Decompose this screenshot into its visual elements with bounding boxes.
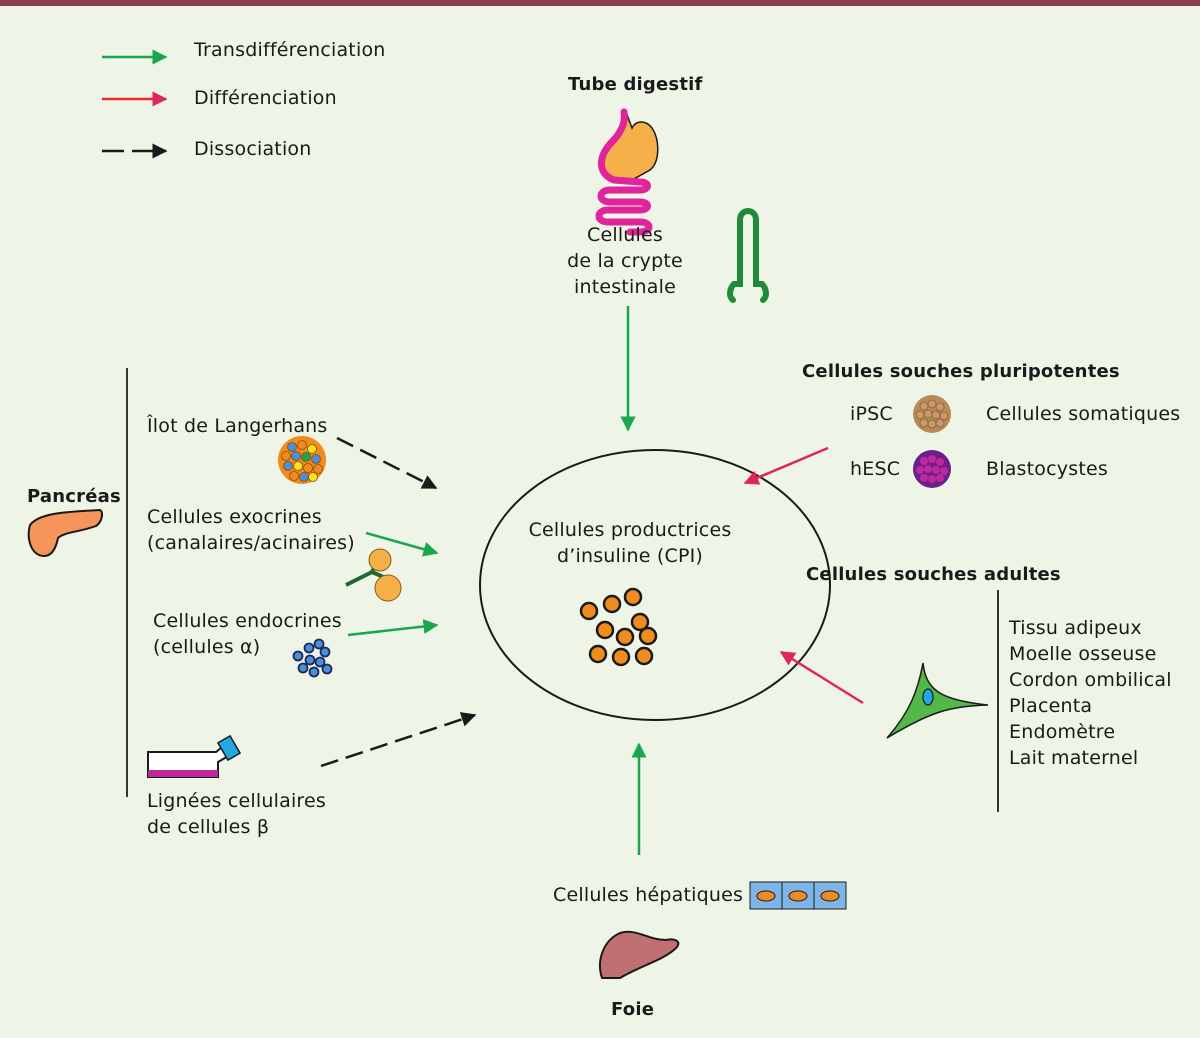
arrow-ilot-to-cpi <box>336 436 438 490</box>
cpi-label-1: Cellules productrices <box>528 519 732 541</box>
ipsc-label: iPSC <box>850 403 893 425</box>
arrow-adult-to-cpi <box>779 650 864 705</box>
hepatic-cells-label: Cellules hépatiques <box>553 884 744 906</box>
pancreas-item-exocrine-1: Cellules exocrines <box>147 506 322 528</box>
intestinal-crypt-icon <box>727 208 769 303</box>
adult-title: Cellules souches adultes <box>806 564 1061 585</box>
arrow-lignees-to-cpi <box>320 712 477 768</box>
hesc-cluster-icon <box>913 450 951 488</box>
pancreas-organ-icon <box>27 508 104 558</box>
acinar-duct-icon <box>345 548 402 602</box>
hepatocytes-icon <box>749 881 847 910</box>
adult-source: Cordon ombilical <box>1009 669 1172 691</box>
pancreas-title: Pancréas <box>27 486 121 507</box>
digestive-tract-icon <box>595 108 659 236</box>
arrow-endocrine-to-cpi <box>347 619 439 637</box>
culture-flask-icon <box>147 734 242 778</box>
adult-source: Lait maternel <box>1009 747 1139 769</box>
pancreas-item-ilot: Îlot de Langerhans <box>147 415 328 437</box>
arrow-exocrine-to-cpi <box>365 531 439 557</box>
crypte-label-1: Cellules <box>586 224 664 246</box>
islet-of-langerhans-icon <box>278 436 326 484</box>
foie-title: Foie <box>611 999 655 1020</box>
pancreas-item-lignees-1: Lignées cellulaires <box>147 790 327 812</box>
legend-label-dissociation: Dissociation <box>194 138 312 160</box>
alpha-cells-icon <box>292 638 333 678</box>
cpi-label-2: d’insuline (CPI) <box>556 545 704 567</box>
ipsc-source: Cellules somatiques <box>986 403 1181 425</box>
adult-source: Moelle osseuse <box>1009 643 1157 665</box>
legend-label-differentiation: Différenciation <box>194 87 337 109</box>
cpi-cells-icon <box>579 587 658 667</box>
top-bar <box>0 0 1200 6</box>
adult-source: Endomètre <box>1009 721 1116 743</box>
liver-organ-icon <box>599 930 680 979</box>
pancreas-item-exocrine-2: (canalaires/acinaires) <box>147 532 355 554</box>
crypte-label-2: de la crypte <box>567 250 683 272</box>
adult-source: Tissu adipeux <box>1009 617 1142 639</box>
pancreas-item-endocrine-1: Cellules endocrines <box>153 610 342 632</box>
pluripotent-title: Cellules souches pluripotentes <box>802 361 1120 382</box>
arrow-pluripotent-to-cpi <box>743 446 829 485</box>
hesc-label: hESC <box>850 458 901 480</box>
tube-digestif-title: Tube digestif <box>568 74 703 95</box>
cpi-ellipse <box>479 449 831 721</box>
hesc-source: Blastocystes <box>986 458 1108 480</box>
crypte-label-3: intestinale <box>574 276 676 298</box>
adult-source: Placenta <box>1009 695 1093 717</box>
pancreas-item-lignees-2: de cellules β <box>147 816 270 838</box>
ipsc-cluster-icon <box>913 395 951 433</box>
legend-label-transdifferentiation: Transdifférenciation <box>194 39 386 61</box>
mesenchymal-cell-icon <box>886 662 989 739</box>
pancreas-item-endocrine-2: (cellules α) <box>153 636 261 658</box>
